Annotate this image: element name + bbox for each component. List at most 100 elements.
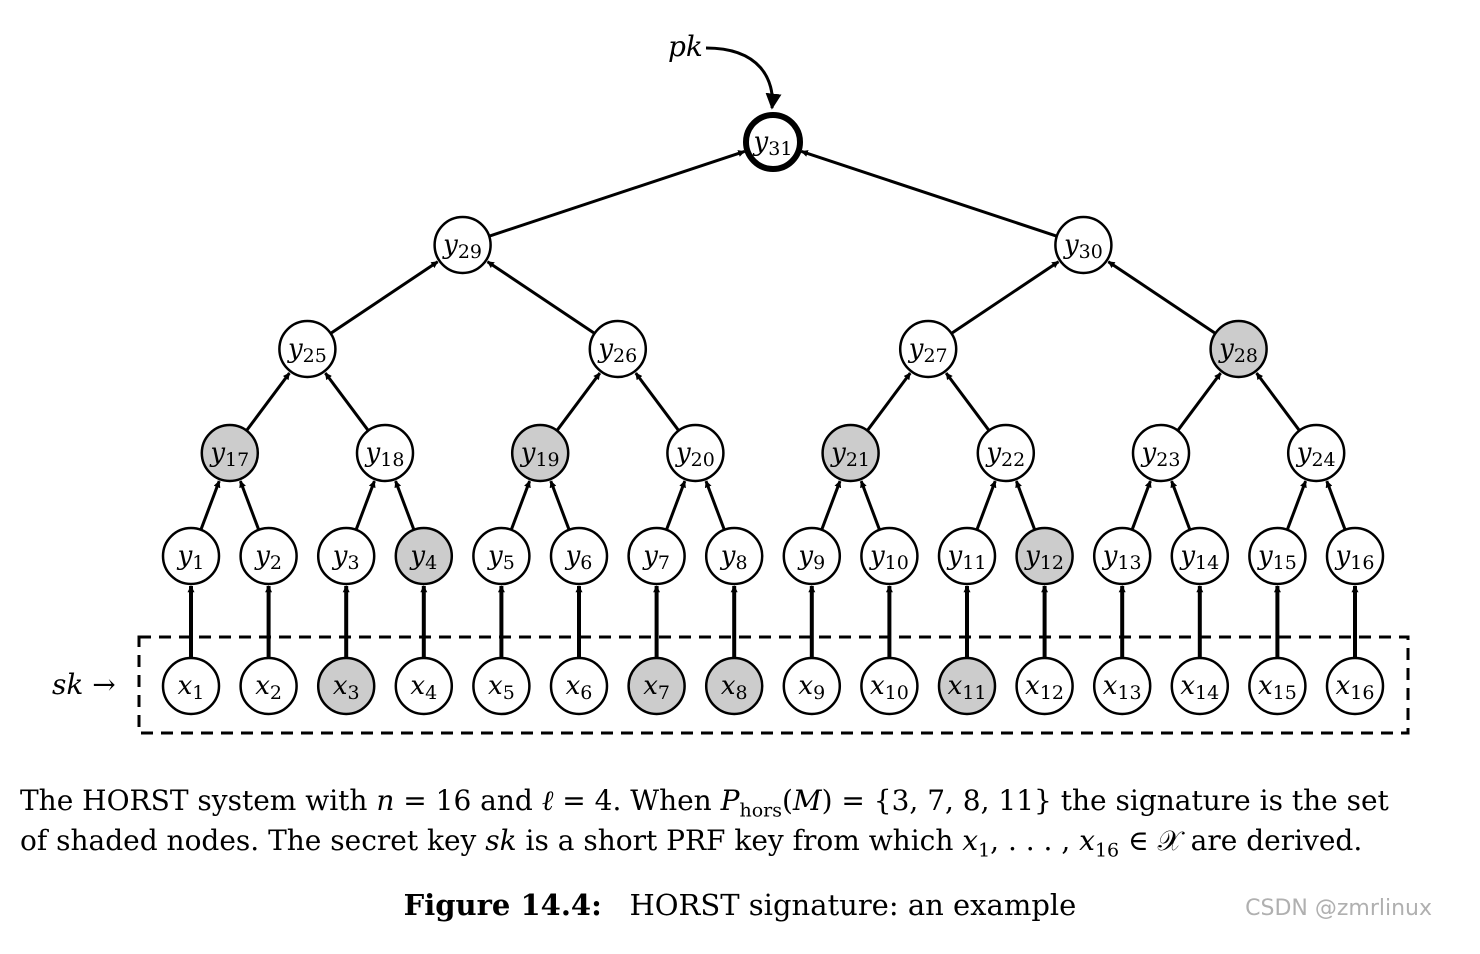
node-y14: y14 [1170,526,1230,586]
node-y7: y7 [627,526,686,586]
tree-edge [549,480,571,531]
node-y21: y21 [821,423,880,483]
leaf-node-x7: x7 [627,656,686,716]
node-circle [510,423,570,483]
public-key-label: pk [668,30,703,63]
tree-edge [238,480,261,531]
node-circle [472,526,531,586]
node-label: y9 [797,541,825,574]
node-circle [472,656,531,716]
node-label: y8 [720,541,748,574]
tree-edge [555,372,602,432]
node-y28: y28 [1209,319,1268,379]
node-circle [1170,526,1230,586]
caption-text: , . . . , [990,824,1080,857]
node-label: y31 [753,127,793,160]
node-y9: y9 [782,526,842,586]
secret-key-label: sk → [52,668,116,701]
tree-edge [394,480,416,531]
node-label: y25 [287,334,327,367]
node-label: x11 [948,671,987,704]
node-y13: y13 [1092,526,1152,586]
node-label: y16 [1335,541,1375,574]
secret-key-box [137,635,1410,735]
node-y16: y16 [1325,526,1385,586]
node-label: y20 [675,438,715,471]
node-y29: y29 [433,215,492,275]
node-y15: y15 [1248,526,1307,586]
leaf-node-x5: x5 [472,656,531,716]
leaf-node-x15: x15 [1248,656,1307,716]
caption-text: The HORST system with [20,784,377,817]
tree-edge [324,372,370,432]
node-y3: y3 [316,526,376,586]
node-label: y4 [409,541,437,574]
tree-edge [354,480,376,531]
node-y25: y25 [278,319,337,379]
node-circle [821,423,880,483]
node-y11: y11 [937,526,997,586]
tree-edge [800,150,1058,238]
node-label: y7 [642,541,670,574]
root-node-y31: y31 [743,112,803,172]
node-circle [394,526,454,586]
node-label: y1 [177,541,205,574]
node-label: y24 [1296,438,1336,471]
node-label: y27 [908,334,948,367]
tree-edge [944,372,991,432]
node-y18: y18 [355,423,415,483]
node-circle [1286,423,1346,483]
leaf-node-x3: x3 [316,656,376,716]
tree-edge [1255,372,1301,432]
tree-edge [245,372,291,432]
node-y4: y4 [394,526,454,586]
node-circle [355,423,415,483]
node-y1: y1 [161,526,221,586]
leaf-node-x12: x12 [1015,656,1074,716]
sk-text: sk [52,668,84,701]
node-label: x5 [488,671,515,704]
figure-caption: Figure 14.4: HORST signature: an example [0,888,1480,922]
pk-arrow [705,46,782,110]
node-circle [549,656,609,716]
node-circle [1015,526,1074,586]
caption-line-1: The HORST system with n = 16 and ℓ = 4. … [20,784,1460,822]
node-circle [627,656,686,716]
node-y2: y2 [239,526,298,586]
tree-edge [820,480,842,531]
tree-edge [509,480,532,531]
node-circle [898,319,958,379]
leaf-node-x2: x2 [239,656,298,716]
tree-edge [488,150,746,238]
caption-text: of shaded nodes. The secret key [20,824,486,857]
node-label: x2 [255,671,282,704]
node-label: y11 [947,541,987,574]
node-label: x15 [1258,671,1297,704]
node-label: y3 [332,541,360,574]
node-y8: y8 [704,526,764,586]
node-y12: y12 [1015,526,1074,586]
tree-edge [950,260,1060,335]
caption-text: ( [781,784,793,817]
leaf-node-x1: x1 [161,656,221,716]
node-circle [860,656,919,716]
node-circle [937,656,997,716]
tree-edge [665,480,687,531]
node-label: y10 [869,541,909,574]
node-y30: y30 [1054,215,1113,275]
node-circle [1131,423,1191,483]
tree-edge [329,260,439,335]
leaf-node-x10: x10 [860,656,919,716]
node-label: y13 [1102,541,1142,574]
node-label: y18 [365,438,405,471]
node-label: y23 [1141,438,1181,471]
node-label: y29 [442,230,482,263]
node-circle [316,526,376,586]
node-label: y21 [830,438,870,471]
node-circle [200,423,260,483]
leaf-node-x14: x14 [1170,656,1230,716]
node-label: x13 [1103,671,1142,704]
node-y5: y5 [472,526,531,586]
node-circle [394,656,454,716]
